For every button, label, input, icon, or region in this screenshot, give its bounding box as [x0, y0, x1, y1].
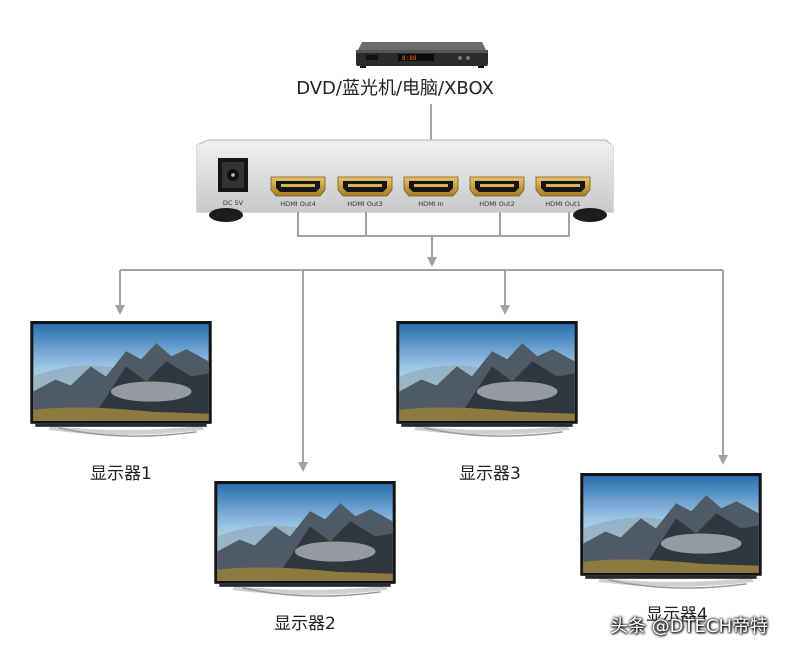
hdmi-port-2: HDMI Out3 — [337, 176, 393, 208]
hdmi-port-label: HDMI Out3 — [347, 200, 382, 208]
hdmi-port-3: HDMI In — [403, 176, 459, 208]
display-3-label: 显示器3 — [459, 464, 521, 484]
hdmi-port-label: HDMI Out1 — [545, 200, 580, 208]
display-1-label: 显示器1 — [90, 464, 152, 484]
hdmi-port-label: HDMI Out4 — [280, 200, 315, 208]
display-2-tv — [214, 481, 396, 597]
output-connectors — [115, 212, 728, 472]
hdmi-port-4: HDMI Out2 — [469, 176, 525, 208]
display-4-tv — [580, 473, 762, 589]
hdmi-ports: HDMI Out4 HDMI Out3 HDMI In HDMI Out2 HDMI O… — [270, 176, 591, 208]
display-2-label: 显示器2 — [274, 614, 336, 634]
hdmi-splitter-device: DC 5V HDMI Out4 HDMI Out3 HDMI In HDMI Out2… — [196, 139, 614, 222]
display-3-tv — [396, 321, 578, 437]
source-label: DVD/蓝光机/电脑/XBOX — [296, 78, 494, 99]
hdmi-port-label: HDMI Out2 — [479, 200, 514, 208]
dc-power-jack — [218, 158, 248, 192]
dvd-player-icon: 8:88 — [356, 42, 488, 68]
player-display: 8:88 — [402, 55, 417, 62]
display-1-tv — [30, 321, 212, 437]
hdmi-port-5: HDMI Out1 — [535, 176, 591, 208]
power-label: DC 5V — [223, 199, 244, 207]
hdmi-port-label: HDMI In — [418, 200, 444, 208]
display-4-label: 显示器4 — [646, 605, 708, 625]
hdmi-port-1: HDMI Out4 — [270, 176, 326, 208]
watermark: 头条 @DTECH帝特 — [609, 616, 768, 637]
